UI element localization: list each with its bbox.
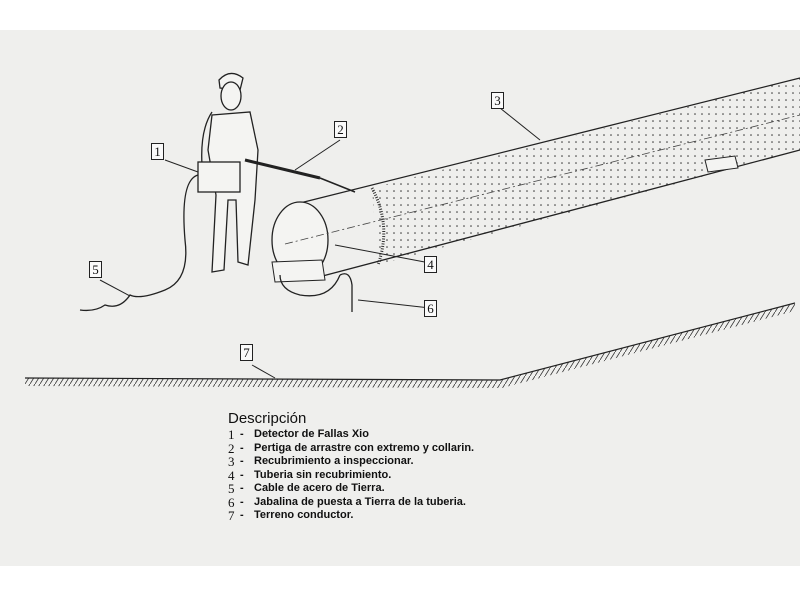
- callout-3: 3: [491, 92, 504, 109]
- callout-4: 4: [424, 256, 437, 273]
- legend-dash: -: [240, 509, 244, 521]
- callout-1: 1: [151, 143, 164, 160]
- legend-item: 2-Pertiga de arrastre con extremo y coll…: [228, 440, 475, 456]
- callout-2: 2: [334, 121, 347, 138]
- pipe: [271, 77, 800, 283]
- legend-text: Recubrimiento a inspeccionar.: [254, 455, 414, 467]
- legend-number: 3: [228, 454, 235, 469]
- legend-item: 7-Terreno conductor.: [228, 509, 474, 523]
- callout-6: 6: [424, 300, 437, 317]
- legend-dash: -: [240, 495, 244, 508]
- legend-text: Terreno conductor.: [254, 509, 354, 521]
- legend-number: 5: [228, 481, 235, 496]
- legend-item: 4-Tuberia sin recubrimiento.: [228, 467, 474, 483]
- description-title: Descripción: [228, 410, 307, 427]
- legend-dash: -: [240, 482, 244, 494]
- collar: [370, 187, 386, 266]
- callout-7: 7: [240, 344, 253, 361]
- legend-text: Detector de Fallas Xio: [254, 428, 369, 440]
- legend-text: Tuberia sin recubrimiento.: [254, 468, 392, 481]
- legend-number: 4: [228, 467, 235, 483]
- callout-5: 5: [89, 261, 102, 278]
- legend-text: Cable de acero de Tierra.: [254, 482, 385, 494]
- legend-number: 2: [228, 440, 235, 456]
- legend-item: 1-Detector de Fallas Xio: [228, 428, 474, 442]
- worker-figure: [79, 72, 356, 312]
- legend-dash: -: [240, 441, 244, 454]
- legend-item: 3-Recubrimiento a inspeccionar.: [228, 455, 474, 469]
- legend-text: Pertiga de arrastre con extremo y collar…: [254, 441, 475, 454]
- legend-dash: -: [240, 455, 244, 467]
- callout-arrows: [99, 107, 541, 379]
- legend-item: 5-Cable de acero de Tierra.: [228, 482, 474, 496]
- legend-number: 6: [228, 494, 235, 510]
- legend-item: 6-Jabalina de puesta a Tierra de la tube…: [228, 494, 474, 510]
- legend-number: 7: [228, 508, 235, 523]
- legend-number: 1: [228, 427, 235, 442]
- ground-terrain: [24, 302, 796, 388]
- legend-text: Jabalina de puesta a Tierra de la tuberi…: [254, 495, 466, 508]
- legend-dash: -: [240, 428, 244, 440]
- legend-dash: -: [240, 468, 244, 481]
